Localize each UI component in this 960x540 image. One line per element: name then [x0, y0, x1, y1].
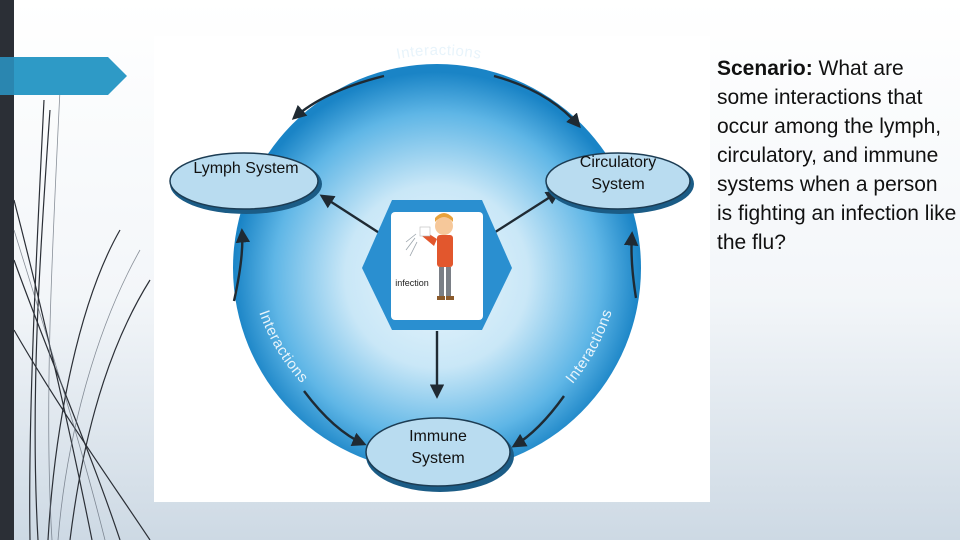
circulatory-label-line1: Circulatory	[579, 154, 657, 171]
node-immune	[365, 417, 514, 492]
immune-label-line2: System	[411, 450, 465, 467]
outer-arrows	[232, 74, 639, 448]
circulatory-label-line2: System	[591, 176, 645, 193]
center-arrows	[319, 190, 561, 399]
left-accent-bar	[0, 0, 14, 540]
circulatory-system-label: Circulatory System	[546, 152, 690, 196]
immune-system-label: Immune System	[366, 426, 510, 470]
title-tab-shape	[0, 57, 127, 95]
scenario-text: Scenario: What are some interactions tha…	[717, 54, 957, 257]
sneezing-person-illustration	[405, 213, 454, 300]
scenario-lead: Scenario:	[717, 57, 813, 80]
immune-label-line1: Immune	[409, 428, 467, 445]
scenario-question: What are some interactions that occur am…	[717, 57, 957, 254]
center-label: infection	[395, 278, 429, 288]
interactions-diagram: Interactions Interactions Interactions	[154, 36, 710, 502]
node-circulatory	[545, 152, 694, 214]
diagram-graphic: Interactions Interactions Interactions	[169, 42, 694, 492]
lymph-system-label: Lymph System	[193, 160, 299, 177]
arc-label-top: Interactions	[395, 42, 483, 63]
node-lymph	[169, 152, 322, 214]
decorative-lines	[13, 89, 151, 540]
